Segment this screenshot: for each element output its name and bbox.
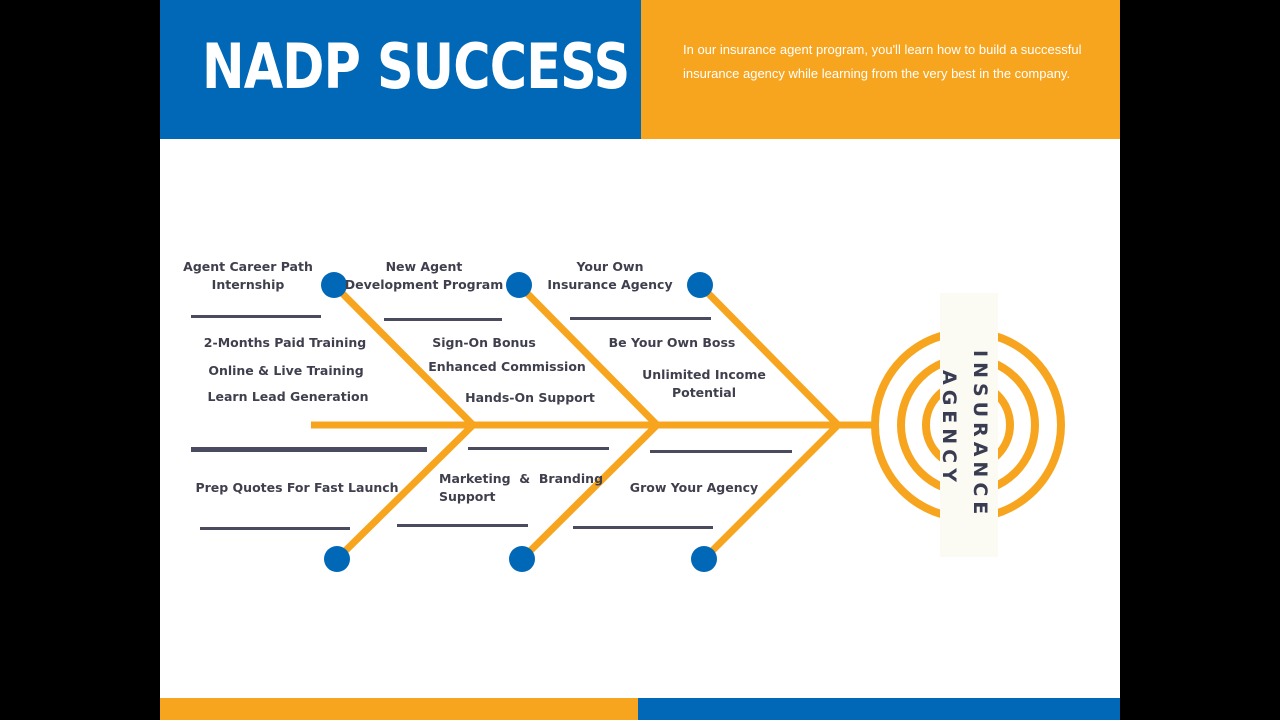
node-top-1 bbox=[321, 272, 347, 298]
slide: NADP SUCCESS In our insurance agent prog… bbox=[160, 0, 1120, 720]
bone-bottom-3 bbox=[701, 422, 841, 562]
node-top-2 bbox=[506, 272, 532, 298]
head-label-agency: AGENCY bbox=[938, 370, 960, 487]
separator-bar bbox=[570, 317, 711, 320]
header-blue-panel bbox=[160, 0, 641, 139]
node-bottom-1 bbox=[324, 546, 350, 572]
item-own-boss: Be Your Own Boss bbox=[608, 335, 736, 350]
separator-bar bbox=[191, 315, 321, 318]
bone-bottom-1 bbox=[334, 422, 476, 562]
node-bottom-2 bbox=[509, 546, 535, 572]
page-title: NADP SUCCESS bbox=[202, 30, 630, 103]
bone-bottom-2 bbox=[519, 422, 660, 562]
separator-bar bbox=[200, 527, 350, 530]
head-rings bbox=[871, 293, 1065, 557]
node-top-3 bbox=[687, 272, 713, 298]
head-label-insurance: INSURANCE bbox=[969, 350, 991, 520]
item-enhanced-commission: Enhanced Commission bbox=[428, 359, 586, 374]
branch-title-text: Agent Career Path Internship bbox=[183, 259, 313, 292]
separator-bar bbox=[650, 450, 792, 453]
branch-title-text: New Agent Development Program bbox=[344, 259, 504, 292]
branch-title-career-path: Agent Career Path Internship bbox=[183, 258, 313, 294]
footer-blue-bar bbox=[638, 698, 1120, 720]
footer-orange-bar bbox=[160, 698, 638, 720]
item-unlimited-income: Unlimited Income Potential bbox=[642, 367, 766, 400]
separator-bar bbox=[468, 447, 609, 450]
branch-title-text: Your Own Insurance Agency bbox=[547, 259, 673, 292]
separator-bar bbox=[191, 447, 427, 452]
node-bottom-3 bbox=[691, 546, 717, 572]
separator-bar bbox=[573, 526, 713, 529]
bone-top-1 bbox=[331, 282, 476, 428]
branch-title-marketing: Marketing & Branding Support bbox=[439, 471, 604, 504]
branch-title-prep-quotes: Prep Quotes For Fast Launch bbox=[195, 480, 399, 495]
bone-top-2 bbox=[516, 282, 660, 428]
branch-title-new-agent: New Agent Development Program bbox=[345, 258, 504, 294]
separator-bar bbox=[384, 318, 502, 321]
item-hands-on-support: Hands-On Support bbox=[465, 390, 595, 405]
item-sign-on-bonus: Sign-On Bonus bbox=[432, 335, 536, 350]
fishbone-diagram bbox=[191, 272, 1065, 572]
item-live-training: Online & Live Training bbox=[208, 363, 364, 378]
item-lead-generation: Learn Lead Generation bbox=[207, 389, 369, 404]
separator-bar bbox=[397, 524, 528, 527]
item-paid-training: 2-Months Paid Training bbox=[203, 335, 367, 350]
intro-text: In our insurance agent program, you'll l… bbox=[683, 42, 1082, 81]
header-orange-panel bbox=[641, 0, 1120, 139]
bone-top-3 bbox=[697, 282, 841, 428]
branch-title-grow-agency: Grow Your Agency bbox=[629, 480, 759, 495]
branch-title-own-agency: Your Own Insurance Agency bbox=[547, 258, 672, 294]
